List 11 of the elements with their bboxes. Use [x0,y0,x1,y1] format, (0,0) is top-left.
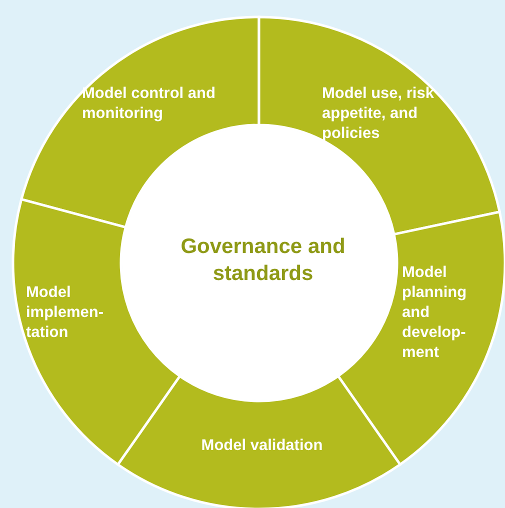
segment-label: Model planning and develop- ment [402,263,468,363]
segment-label: Model control and monitoring [82,84,216,124]
ring-segment [20,16,260,229]
segment-label: Model implemen- tation [26,283,105,343]
ring-segment [258,16,501,236]
segment-label: Model use, risk appetite, and policies [322,84,435,144]
ring-segment [116,374,402,508]
center-label: Governance and standards [180,234,346,287]
center-circle [122,126,396,400]
segment-label: Model validation [200,436,324,456]
ring-segment [12,198,182,466]
